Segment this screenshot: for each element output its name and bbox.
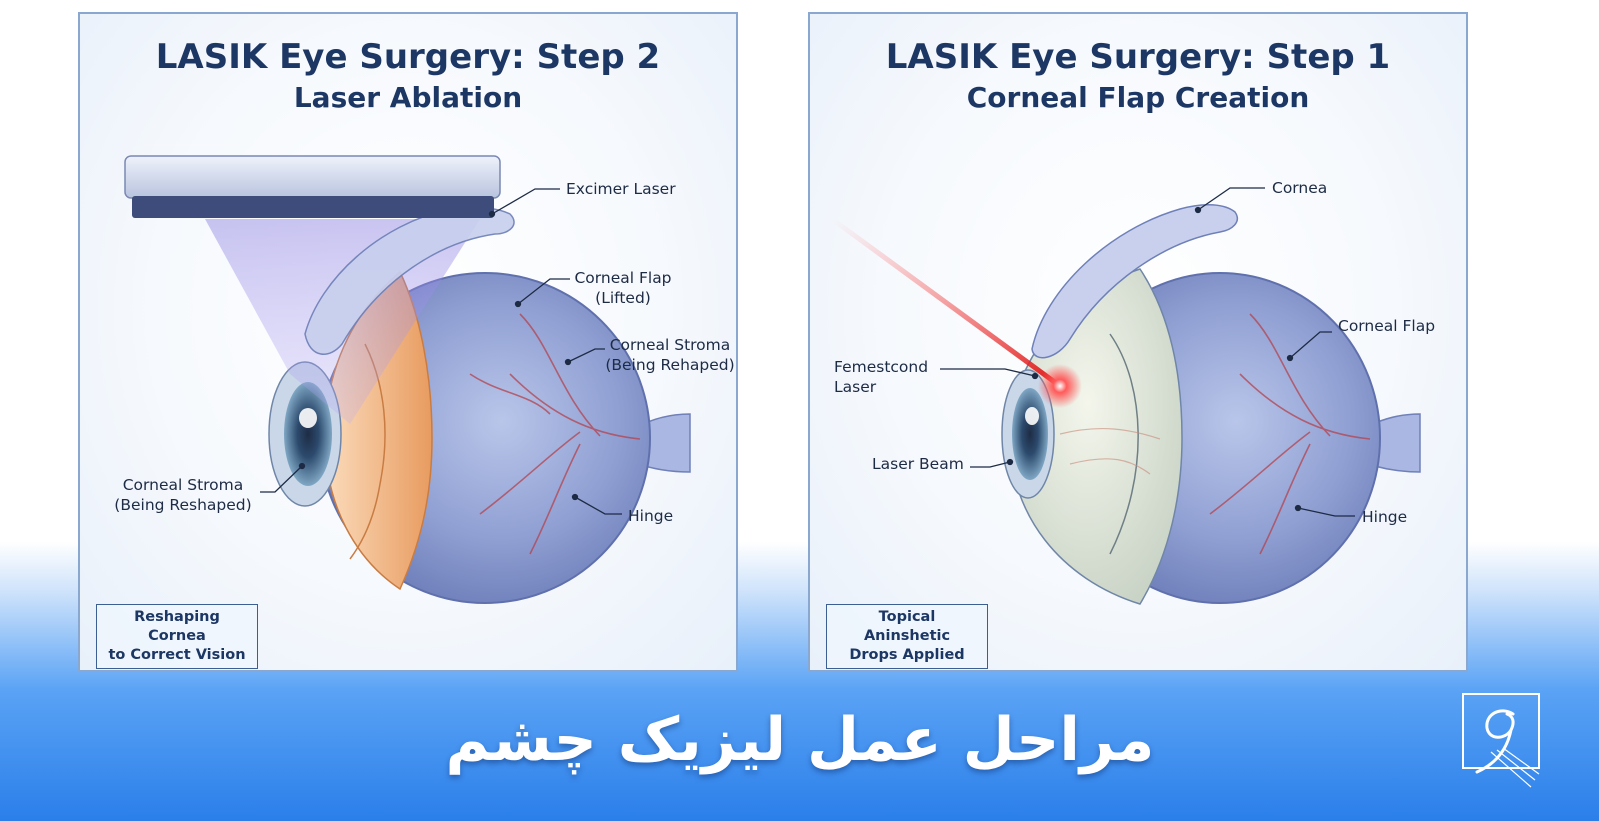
label-corneal-flap: Corneal Flap — [1338, 317, 1436, 335]
panel-title: LASIK Eye Surgery: Step 1 — [885, 37, 1391, 77]
flap-creation-illustration — [829, 187, 1421, 605]
corneal-flap — [1031, 204, 1239, 359]
note-box: Topical Aninshetic Drops Applied — [826, 604, 988, 669]
note-line1: Reshaping Cornea — [134, 609, 220, 644]
excimer-laser-device — [124, 155, 501, 199]
note-line2: to Correct Vision — [108, 647, 246, 663]
iris — [284, 382, 332, 486]
panel-title: LASIK Eye Surgery: Step 2 — [155, 37, 661, 77]
iris — [1012, 388, 1048, 480]
label-stroma-right-line2: (Being Rehaped) — [605, 356, 735, 374]
note-line1: Topical Aninshetic — [863, 609, 951, 644]
label-laser-beam: Laser Beam — [872, 455, 964, 473]
brand-logo — [1462, 693, 1540, 788]
label-femtosecond-line2: Laser — [834, 378, 877, 396]
panel-step-2: LASIK Eye Surgery: Step 2 Laser Ablation — [78, 12, 738, 672]
panel-step-1: LASIK Eye Surgery: Step 1 Corneal Flap C… — [808, 12, 1468, 672]
laser-ablation-illustration — [124, 155, 691, 604]
label-corneal-flap-line2: (Lifted) — [595, 289, 651, 307]
panel-subtitle: Corneal Flap Creation — [966, 81, 1310, 114]
label-corneal-flap-line1: Corneal Flap — [574, 269, 672, 287]
laser-beam — [829, 216, 1063, 389]
note-box: Reshaping Cornea to Correct Vision — [96, 604, 258, 669]
label-femtosecond-line1: Femestcond — [834, 358, 929, 376]
laser-device-base — [132, 196, 494, 218]
blood-vessels — [469, 313, 641, 555]
label-excimer-laser: Excimer Laser — [566, 180, 676, 198]
label-hinge: Hinge — [628, 507, 674, 525]
label-stroma-right-line1: Corneal Stroma — [609, 336, 731, 354]
blood-vessels — [1209, 313, 1371, 555]
label-stroma-left-line1: Corneal Stroma — [122, 476, 244, 494]
laser-focus-point — [1038, 364, 1082, 408]
banner-title: مراحل عمل لیزیک چشم — [445, 705, 1155, 775]
label-cornea: Cornea — [1272, 179, 1328, 197]
panel-subtitle: Laser Ablation — [293, 81, 523, 114]
label-stroma-left-line2: (Being Reshaped) — [114, 496, 252, 514]
note-line2: Drops Applied — [849, 647, 965, 663]
label-hinge: Hinge — [1362, 508, 1408, 526]
corneal-flap — [304, 206, 515, 355]
